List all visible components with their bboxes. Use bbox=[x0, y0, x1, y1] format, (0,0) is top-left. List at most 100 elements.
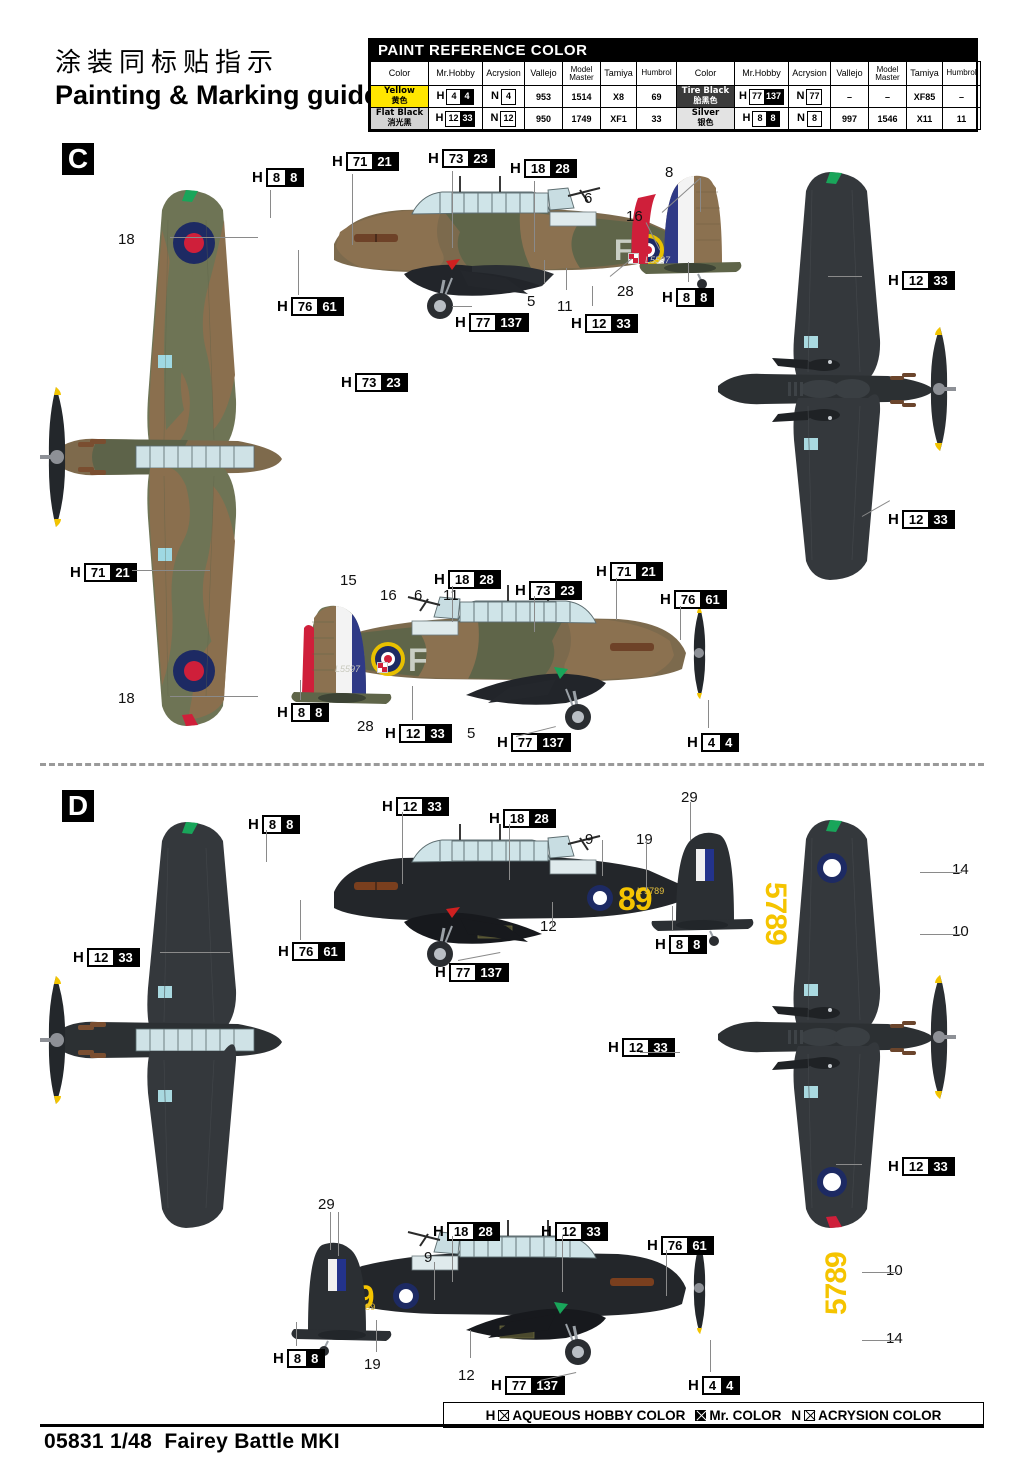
decal-number-c-11: 11 bbox=[443, 587, 459, 604]
callout-code-white: 12 bbox=[556, 1224, 582, 1239]
callout-code-white: 12 bbox=[903, 512, 929, 527]
humbrol-yellow: 69 bbox=[636, 85, 677, 108]
decal-number-c-0: 18 bbox=[118, 231, 135, 248]
leader-line bbox=[160, 952, 230, 953]
acrysion-prefix: N bbox=[490, 112, 499, 124]
callout-prefix: H bbox=[510, 160, 521, 177]
callout-code-black: 33 bbox=[611, 316, 636, 331]
leader-line bbox=[920, 872, 962, 873]
leader-line bbox=[708, 700, 709, 728]
callout-prefix: H bbox=[382, 798, 393, 815]
col-vallejo-right: Vallejo bbox=[830, 61, 869, 86]
humbrol-silver: 11 bbox=[942, 107, 981, 130]
aircraft-tail-black-upper bbox=[651, 825, 762, 946]
color-name-tireblack-en: Tire Black bbox=[681, 86, 730, 97]
callout-code-black: 28 bbox=[473, 1224, 498, 1239]
callout-code-black: 21 bbox=[372, 154, 397, 169]
callout-code-white: 18 bbox=[525, 161, 551, 176]
callout-code-white: 12 bbox=[903, 273, 929, 288]
callout-code-white: 12 bbox=[397, 799, 423, 814]
mrhobby-prefix: H bbox=[739, 90, 747, 102]
svg-text:F: F bbox=[614, 234, 632, 267]
callout-code-black: 8 bbox=[695, 290, 713, 305]
svg-text:F: F bbox=[408, 642, 428, 678]
callout-prefix: H bbox=[385, 725, 396, 742]
callout-prefix: H bbox=[70, 564, 81, 581]
humbrol-flatblack: 33 bbox=[636, 107, 677, 130]
acrysion-code: 8 bbox=[807, 111, 821, 126]
callout-code-black: 8 bbox=[306, 1351, 324, 1366]
callout-prefix: H bbox=[497, 734, 508, 751]
decal-number-c-8: 15 bbox=[340, 572, 357, 589]
modelmaster-yellow: 1514 bbox=[562, 85, 601, 108]
tamiya-silver: X11 bbox=[906, 107, 943, 130]
callout-prefix: H bbox=[608, 1039, 619, 1056]
callout-code-black: 4 bbox=[721, 1378, 739, 1393]
col-humbrol-right: Humbrol bbox=[942, 61, 981, 86]
leader-line bbox=[700, 178, 701, 212]
callout-code-black: 8 bbox=[688, 937, 706, 952]
col-mrhobby-right: Mr.Hobby bbox=[734, 61, 789, 86]
legend-prefix-n: N bbox=[791, 1407, 802, 1423]
aircraft-side-view-camouflage-port: F GR bbox=[292, 176, 715, 322]
callout-code-white: 18 bbox=[504, 811, 530, 826]
callout-code-black: 61 bbox=[687, 1238, 712, 1253]
col-acrysion-right: Acrysion bbox=[788, 61, 831, 86]
callout-code-black: 33 bbox=[425, 726, 450, 741]
callout-code-white: 71 bbox=[85, 565, 111, 580]
callout-prefix: H bbox=[541, 1223, 552, 1240]
callout-prefix: H bbox=[248, 816, 259, 833]
swatch-silver: Silver 银色 bbox=[676, 107, 735, 130]
section-divider bbox=[40, 763, 984, 766]
vallejo-yellow: 953 bbox=[524, 85, 563, 108]
leader-line bbox=[534, 181, 535, 252]
callout-code-white: 76 bbox=[293, 944, 319, 959]
callout-prefix: H bbox=[888, 272, 899, 289]
callout-prefix: H bbox=[433, 1223, 444, 1240]
callout-code-white: 73 bbox=[356, 375, 382, 390]
callout-code-black: 137 bbox=[475, 965, 508, 980]
serial-c-lower: L5597 bbox=[335, 664, 361, 674]
leader-line bbox=[566, 268, 567, 290]
callout-code-black: 33 bbox=[422, 799, 447, 814]
callout-prefix: H bbox=[428, 150, 439, 167]
serial-c-upper: L5597 bbox=[645, 255, 671, 265]
mrhobby-prefix: H bbox=[436, 90, 445, 102]
mr-color-filled-x-icon bbox=[695, 1409, 707, 1421]
leader-line bbox=[452, 586, 453, 622]
decal-number-d-7: 9 bbox=[424, 1249, 433, 1266]
callout-code-white: 8 bbox=[267, 170, 286, 185]
kit-name: Fairey Battle MKI bbox=[164, 1430, 340, 1453]
legend-label-mrcolor: Mr. COLOR bbox=[709, 1407, 782, 1423]
leader-line bbox=[862, 1340, 898, 1341]
legend-prefix-h: H bbox=[485, 1407, 496, 1423]
leader-line bbox=[300, 900, 301, 940]
callout-prefix: H bbox=[489, 810, 500, 827]
acrysion-code: 12 bbox=[501, 111, 516, 126]
